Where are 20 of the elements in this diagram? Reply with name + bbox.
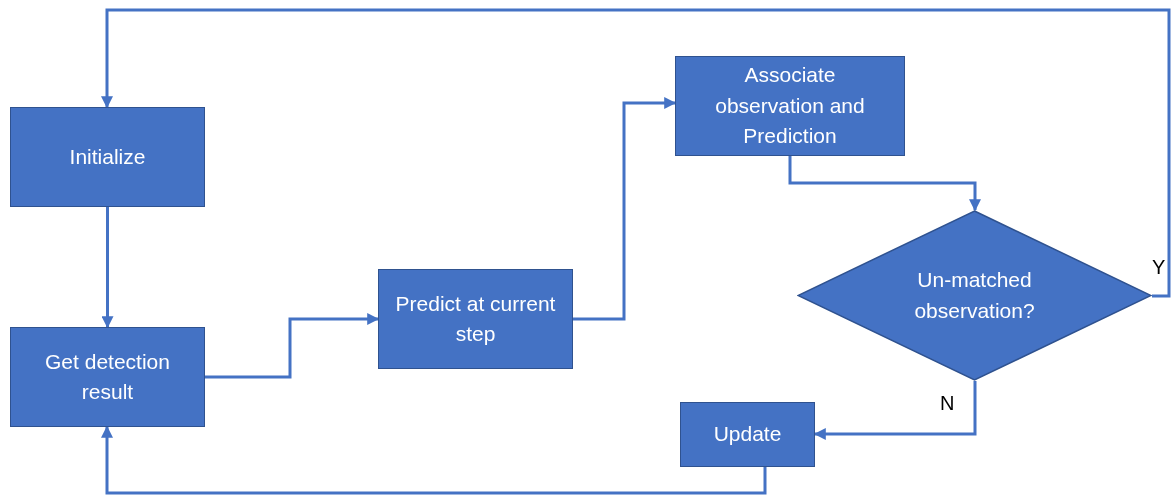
process-box xyxy=(10,107,205,207)
edge-label: N xyxy=(940,392,955,415)
node-label: Un-matched observation? xyxy=(913,267,1036,324)
arrow xyxy=(573,97,677,321)
arrow xyxy=(813,381,977,440)
node-label: Associate observation and Prediction xyxy=(714,62,866,150)
arrow xyxy=(101,425,767,495)
arrow xyxy=(788,156,981,212)
arrow xyxy=(205,313,380,379)
process-box xyxy=(680,402,815,467)
node-label: Initialize xyxy=(68,143,147,170)
arrow xyxy=(101,8,1171,298)
node-label: Predict at current step xyxy=(394,290,557,347)
arrow xyxy=(101,207,114,329)
process-box xyxy=(378,269,573,369)
process-box xyxy=(10,327,205,427)
node-label: Update xyxy=(712,421,783,448)
process-box xyxy=(675,56,905,156)
node-label: Get detection result xyxy=(44,348,171,405)
edge-label: Y xyxy=(1152,256,1166,279)
